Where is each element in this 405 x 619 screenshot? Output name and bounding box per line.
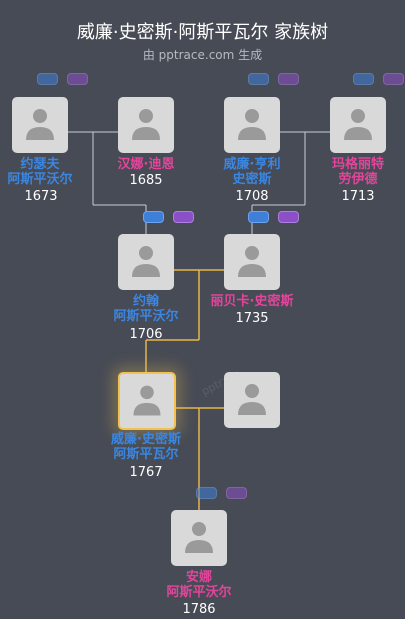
person-name: 玛格丽特劳伊德 xyxy=(331,157,384,187)
person-card-spouse[interactable] xyxy=(224,372,280,428)
person-name: 威廉·亨利史密斯 xyxy=(223,157,281,187)
person-card-hannah[interactable] xyxy=(118,97,174,153)
person-name: 丽贝卡·史密斯 xyxy=(210,294,294,309)
expand-father-button[interactable] xyxy=(196,487,217,499)
expand-mother-button[interactable] xyxy=(383,73,404,85)
person-birth-year: 1786 xyxy=(182,602,216,617)
person-name: 安娜阿斯平沃尔 xyxy=(166,570,232,600)
person-card-william-henry[interactable] xyxy=(224,97,280,153)
person-name: 约翰阿斯平沃尔 xyxy=(113,294,179,324)
expand-mother-button[interactable] xyxy=(278,211,299,223)
person-birth-year: 1708 xyxy=(235,189,269,204)
person-birth-year: 1685 xyxy=(129,173,163,188)
person-card-john[interactable] xyxy=(118,234,174,290)
person-card-william-smith-focus[interactable] xyxy=(118,372,176,430)
person-avatar-icon xyxy=(26,109,54,140)
expand-mother-button[interactable] xyxy=(278,73,299,85)
person-birth-year: 1706 xyxy=(129,327,163,342)
expand-mother-button[interactable] xyxy=(67,73,88,85)
expand-father-button[interactable] xyxy=(143,211,164,223)
person-birth-year: 1713 xyxy=(341,189,375,204)
person-avatar-icon xyxy=(344,109,372,140)
person-avatar-icon xyxy=(132,109,160,140)
person-birth-year: 1735 xyxy=(235,311,269,326)
expand-father-button[interactable] xyxy=(353,73,374,85)
person-avatar-icon xyxy=(238,109,266,140)
page-subtitle: 由 pptrace.com 生成 xyxy=(142,48,263,62)
person-avatar-icon xyxy=(133,385,161,416)
expand-father-button[interactable] xyxy=(248,211,269,223)
page-title: 威廉·史密斯·阿斯平瓦尔 家族树 xyxy=(76,22,329,43)
person-card-joseph[interactable] xyxy=(12,97,68,153)
person-name: 威廉·史密斯阿斯平瓦尔 xyxy=(111,432,181,462)
person-avatar-icon xyxy=(238,384,266,415)
person-card-anna[interactable] xyxy=(171,510,227,566)
expand-mother-button[interactable] xyxy=(173,211,194,223)
person-avatar-icon xyxy=(185,522,213,553)
person-birth-year: 1767 xyxy=(129,465,163,480)
person-birth-year: 1673 xyxy=(24,189,58,204)
expand-father-button[interactable] xyxy=(248,73,269,85)
person-name: 约瑟夫阿斯平沃尔 xyxy=(7,157,73,187)
person-avatar-icon xyxy=(238,246,266,277)
expand-father-button[interactable] xyxy=(37,73,58,85)
expand-mother-button[interactable] xyxy=(226,487,247,499)
person-card-margaret[interactable] xyxy=(330,97,386,153)
person-avatar-icon xyxy=(132,246,160,277)
person-card-rebecca[interactable] xyxy=(224,234,280,290)
person-name: 汉娜·迪恩 xyxy=(117,157,175,172)
